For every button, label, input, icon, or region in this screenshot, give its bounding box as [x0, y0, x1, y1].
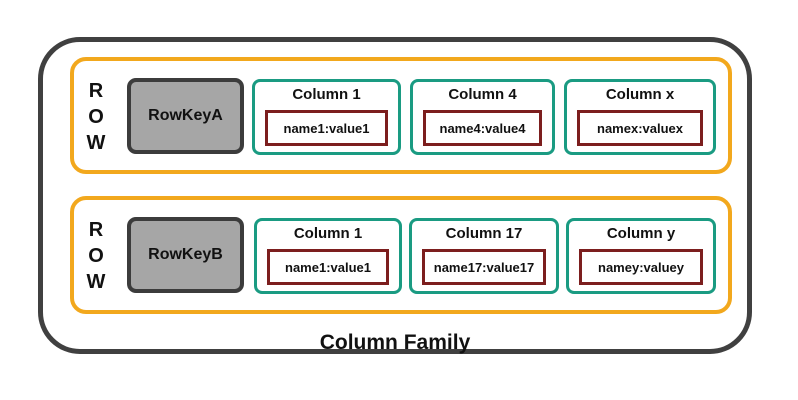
row-b: R O W RowKeyB Column 1 name1:value1 Colu…: [70, 196, 732, 314]
row-a: R O W RowKeyA Column 1 name1:value1 Colu…: [70, 57, 732, 174]
cell-value: namey:valuey: [579, 249, 703, 285]
cell-value: name4:value4: [423, 110, 542, 146]
column-box: Column 4 name4:value4: [410, 79, 555, 155]
row-label-letter: W: [86, 132, 106, 154]
cell-value: name1:value1: [267, 249, 389, 285]
column-title: Column x: [605, 86, 675, 103]
column-title: Column y: [606, 225, 676, 242]
row-key-box: RowKeyB: [127, 217, 244, 293]
row-label-letter: W: [86, 271, 106, 293]
row-label-letter: O: [88, 245, 104, 267]
column-box: Column 17 name17:value17: [409, 218, 559, 294]
row-key-box: RowKeyA: [127, 78, 244, 154]
column-title: Column 1: [293, 225, 363, 242]
cell-value: name1:value1: [265, 110, 388, 146]
cell-value: name17:value17: [422, 249, 546, 285]
row-label-letter: O: [88, 106, 104, 128]
column-title: Column 4: [448, 86, 517, 103]
row-label: R O W: [84, 78, 108, 156]
column-family-label: Column Family: [319, 331, 471, 354]
column-box: Column 1 name1:value1: [252, 79, 401, 155]
row-label-letter: R: [88, 219, 104, 241]
column-title: Column 1: [292, 86, 361, 103]
cell-value: namex:valuex: [577, 110, 703, 146]
column-box: Column x namex:valuex: [564, 79, 716, 155]
column-title: Column 17: [445, 225, 523, 242]
row-label-letter: R: [88, 80, 104, 102]
row-label: R O W: [84, 217, 108, 295]
column-box: Column y namey:valuey: [566, 218, 716, 294]
column-box: Column 1 name1:value1: [254, 218, 402, 294]
